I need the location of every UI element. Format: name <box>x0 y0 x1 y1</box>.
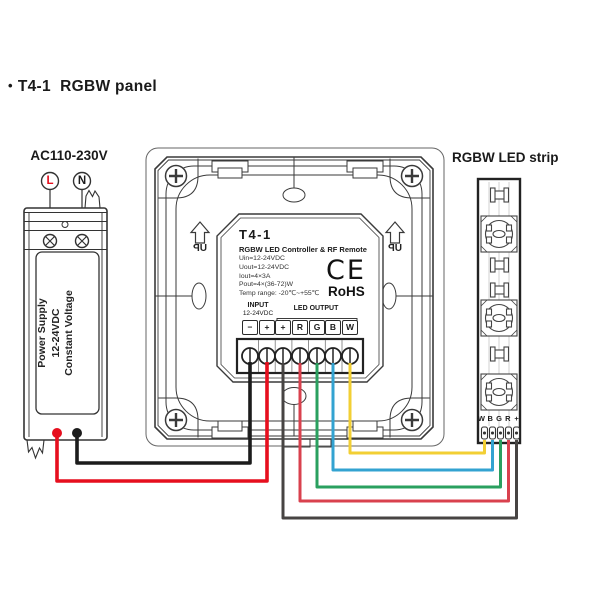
wire-output-red <box>298 363 510 503</box>
power-supply-label: Power Supply 12-24VDC Constant Voltage <box>36 290 75 376</box>
up-arrow-icons <box>189 221 406 244</box>
title-bullet: • <box>8 78 13 93</box>
top-clip <box>84 189 101 209</box>
wires <box>52 362 518 520</box>
wire-output-green <box>315 363 502 489</box>
rohs-mark: RoHS <box>328 284 365 299</box>
neutral-terminal-circle <box>72 171 92 191</box>
strip-title: RGBW LED strip <box>452 150 559 165</box>
wire-output-white <box>348 363 486 455</box>
input-voltage-label: 12-24VDC <box>242 310 274 317</box>
terminal-screw-icons <box>241 347 359 365</box>
ce-mark-icon: CE <box>326 255 366 286</box>
up-label-left: UP <box>193 243 207 254</box>
output-label: LED OUTPUT <box>293 305 339 312</box>
led-strip <box>476 177 522 445</box>
terminal-block <box>235 337 365 375</box>
wire-input-negative <box>75 362 252 465</box>
page-title: •T4-1 RGBW panel <box>8 78 158 95</box>
terminal-label-minus: − <box>242 320 258 335</box>
panel-model: T4-1 <box>239 227 272 242</box>
panel-subtitle: RGBW LED Controller & RF Remote <box>239 245 367 254</box>
strip-pad-icons <box>480 426 521 440</box>
wire-input-positive <box>55 362 269 483</box>
terminal-label-w: W <box>342 320 358 335</box>
input-label: INPUT <box>247 302 269 309</box>
terminal-label-plus-out: + <box>275 320 291 335</box>
strip-pad-labels: W B G R + <box>477 414 519 423</box>
wire-output-plus <box>281 363 518 520</box>
ac-voltage-label: AC110-230V <box>30 148 108 163</box>
wire-output-blue <box>331 363 494 472</box>
wall-panel <box>154 156 434 448</box>
power-supply <box>23 171 108 460</box>
up-label-right: UP <box>388 243 402 254</box>
corner-screw-icons <box>164 164 424 432</box>
neutral-terminal-label: N <box>77 175 87 187</box>
bottom-clip <box>26 439 45 460</box>
ps-negative-dot <box>72 428 82 438</box>
panel-specs: Uin=12-24VDC Uout=12-24VDC Iout=4×3A Pou… <box>239 255 320 298</box>
live-terminal-label: L <box>46 175 54 187</box>
mounting-clips <box>211 160 384 439</box>
ps-label-frame <box>35 251 100 415</box>
resistor-icons <box>489 187 510 362</box>
ps-positive-dot <box>52 428 62 438</box>
ac-screw-icons <box>42 233 90 249</box>
live-terminal-circle <box>40 171 60 191</box>
terminal-label-g: G <box>309 320 325 335</box>
terminal-label-plus-in: + <box>259 320 275 335</box>
led-package-icons <box>480 215 518 411</box>
terminal-label-r: R <box>292 320 308 335</box>
terminal-label-b: B <box>325 320 341 335</box>
